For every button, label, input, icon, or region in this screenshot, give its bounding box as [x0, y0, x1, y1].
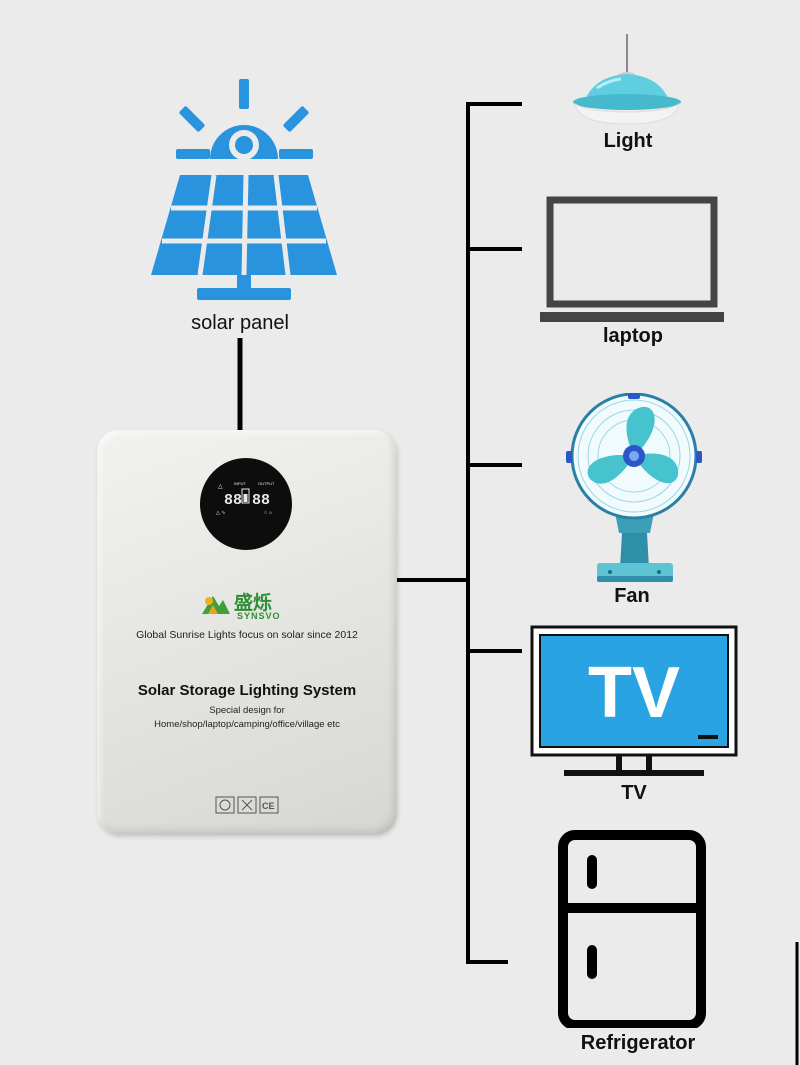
laptop-icon [540, 196, 724, 322]
synsvo-logo-icon [202, 596, 230, 614]
refrigerator-icon [558, 830, 706, 1028]
fan-icon [566, 393, 702, 582]
brand-chinese: 盛烁 [234, 592, 273, 614]
solar-panel-label: solar panel [191, 312, 289, 334]
svg-text:OUTPUT: OUTPUT [258, 481, 275, 486]
fan-label: Fan [614, 585, 650, 607]
lamp-icon [573, 34, 681, 125]
svg-text:○ ☼: ○ ☼ [264, 510, 273, 516]
svg-text:INPUT: INPUT [234, 481, 247, 486]
tv-screen-text: TV [588, 653, 680, 733]
display-right-digits: 88 [252, 492, 270, 509]
device-title: Solar Storage Lighting System [137, 682, 357, 699]
solar-panel-icon [151, 79, 337, 300]
device-subtitle: Special design for [209, 705, 285, 716]
certification-marks-icon: CE [215, 796, 279, 814]
laptop-label: laptop [603, 325, 663, 347]
display-left-digits: 88 [224, 492, 242, 509]
tv-label: TV [621, 782, 647, 804]
svg-text:CE: CE [262, 801, 275, 811]
svg-text:△ ∿: △ ∿ [216, 510, 225, 516]
tv-icon: TV [530, 625, 738, 776]
brand-english: SYNSVO [237, 611, 281, 621]
svg-text:△: △ [218, 484, 223, 490]
device-uses: Home/shop/laptop/camping/office/village … [154, 719, 340, 730]
device-tagline: Global Sunrise Lights focus on solar sin… [136, 629, 358, 641]
lcd-display: △ INPUT OUTPUT △ ∿ ○ ☼ 88 88 [200, 458, 292, 550]
refrigerator-label: Refrigerator [580, 1032, 696, 1054]
storage-device: △ INPUT OUTPUT △ ∿ ○ ☼ 88 88 盛烁 SYNSVO G… [97, 430, 397, 835]
light-label: Light [603, 130, 653, 152]
